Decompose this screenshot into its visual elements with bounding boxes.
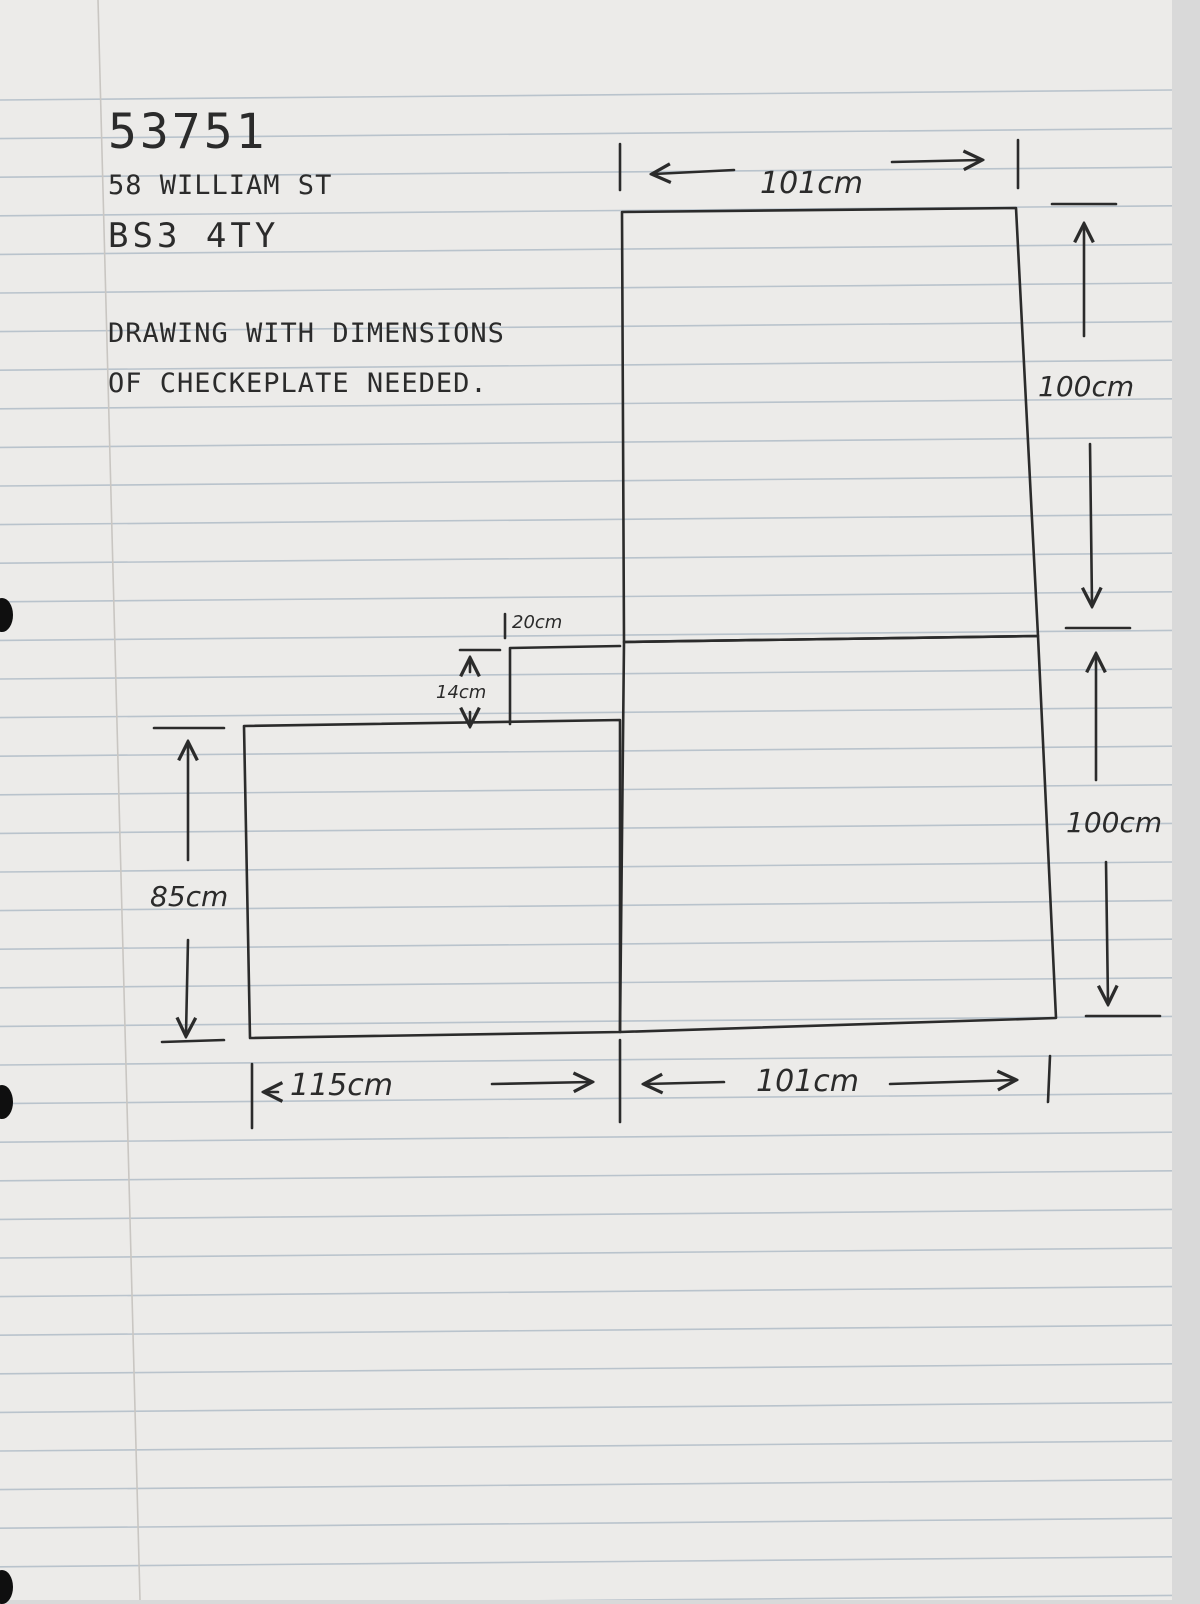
rule-line xyxy=(0,899,1173,912)
rule-line xyxy=(0,861,1173,873)
bottom-left-width-label: 115cm xyxy=(290,1068,393,1103)
rule-line xyxy=(0,1131,1173,1143)
rule-line xyxy=(0,243,1173,256)
rule-line xyxy=(0,977,1173,989)
dim-tick xyxy=(1046,1054,1052,1104)
rule-line xyxy=(0,1401,1173,1414)
upper-plate-outline xyxy=(620,206,1040,644)
rule-line xyxy=(539,1594,1173,1600)
rule-line xyxy=(0,436,1173,449)
rule-line xyxy=(0,1054,1173,1066)
rule-line xyxy=(0,552,1173,564)
binder-hole xyxy=(0,1085,13,1119)
dim-arrow xyxy=(186,938,188,1034)
note-line-2: OF CHECKEPLATE NEEDED. xyxy=(108,368,488,399)
rule-line xyxy=(0,591,1173,603)
right-upper-height-label: 100cm xyxy=(1038,370,1135,403)
address-line: 58 WILLIAM ST xyxy=(108,170,333,201)
rule-line xyxy=(0,822,1173,835)
rule-line xyxy=(0,1517,1173,1529)
rule-line xyxy=(0,1247,1173,1259)
rule-line xyxy=(0,1170,1173,1182)
binder-hole xyxy=(0,598,13,632)
rule-line xyxy=(0,784,1173,796)
rule-line xyxy=(0,1324,1173,1336)
rule-line xyxy=(0,1208,1173,1221)
rule-line xyxy=(0,1092,1173,1105)
rule-line xyxy=(0,320,1173,333)
postcode: BS3 4TY xyxy=(108,216,280,256)
dim-arrow xyxy=(1090,442,1092,604)
bottom-right-width-label: 101cm xyxy=(756,1064,859,1099)
dim-arrow xyxy=(1106,860,1108,1002)
rule-line xyxy=(0,89,1173,101)
dim-arrow xyxy=(888,1080,1014,1084)
dim-arrow xyxy=(646,1082,726,1084)
dim-arrow xyxy=(890,160,980,162)
note-line-1: DRAWING WITH DIMENSIONS xyxy=(108,318,505,349)
right-lower-height-label: 100cm xyxy=(1066,806,1163,839)
rule-line xyxy=(0,1556,1173,1568)
notch-height-label: 14cm xyxy=(436,682,487,703)
rule-line xyxy=(0,282,1173,294)
rule-line xyxy=(0,629,1173,642)
lower-plate-outline xyxy=(618,634,1058,1034)
left-plate-outline xyxy=(242,718,622,1040)
margin-line xyxy=(97,0,141,1600)
rule-line xyxy=(0,398,1173,410)
notch-width-label: 20cm xyxy=(512,612,563,633)
rule-line xyxy=(0,1478,1173,1491)
dim-arrow xyxy=(490,1082,590,1084)
notebook-paper xyxy=(0,0,1173,1600)
binder-hole xyxy=(0,1570,13,1604)
job-number: 53751 xyxy=(108,104,268,160)
rule-line xyxy=(0,127,1173,140)
dim-tick xyxy=(160,1038,226,1044)
rule-line xyxy=(0,706,1173,719)
rule-line xyxy=(0,359,1173,371)
dim-arrow xyxy=(654,170,736,174)
rule-line xyxy=(0,475,1173,487)
top-width-label: 101cm xyxy=(760,166,863,201)
rule-line xyxy=(0,1363,1173,1375)
rule-line xyxy=(0,1285,1173,1298)
rule-line xyxy=(0,513,1173,526)
rule-line xyxy=(0,1440,1173,1452)
rule-line xyxy=(0,668,1173,680)
rule-line xyxy=(0,938,1173,950)
notch-outline xyxy=(508,644,622,726)
left-height-label: 85cm xyxy=(150,880,229,913)
